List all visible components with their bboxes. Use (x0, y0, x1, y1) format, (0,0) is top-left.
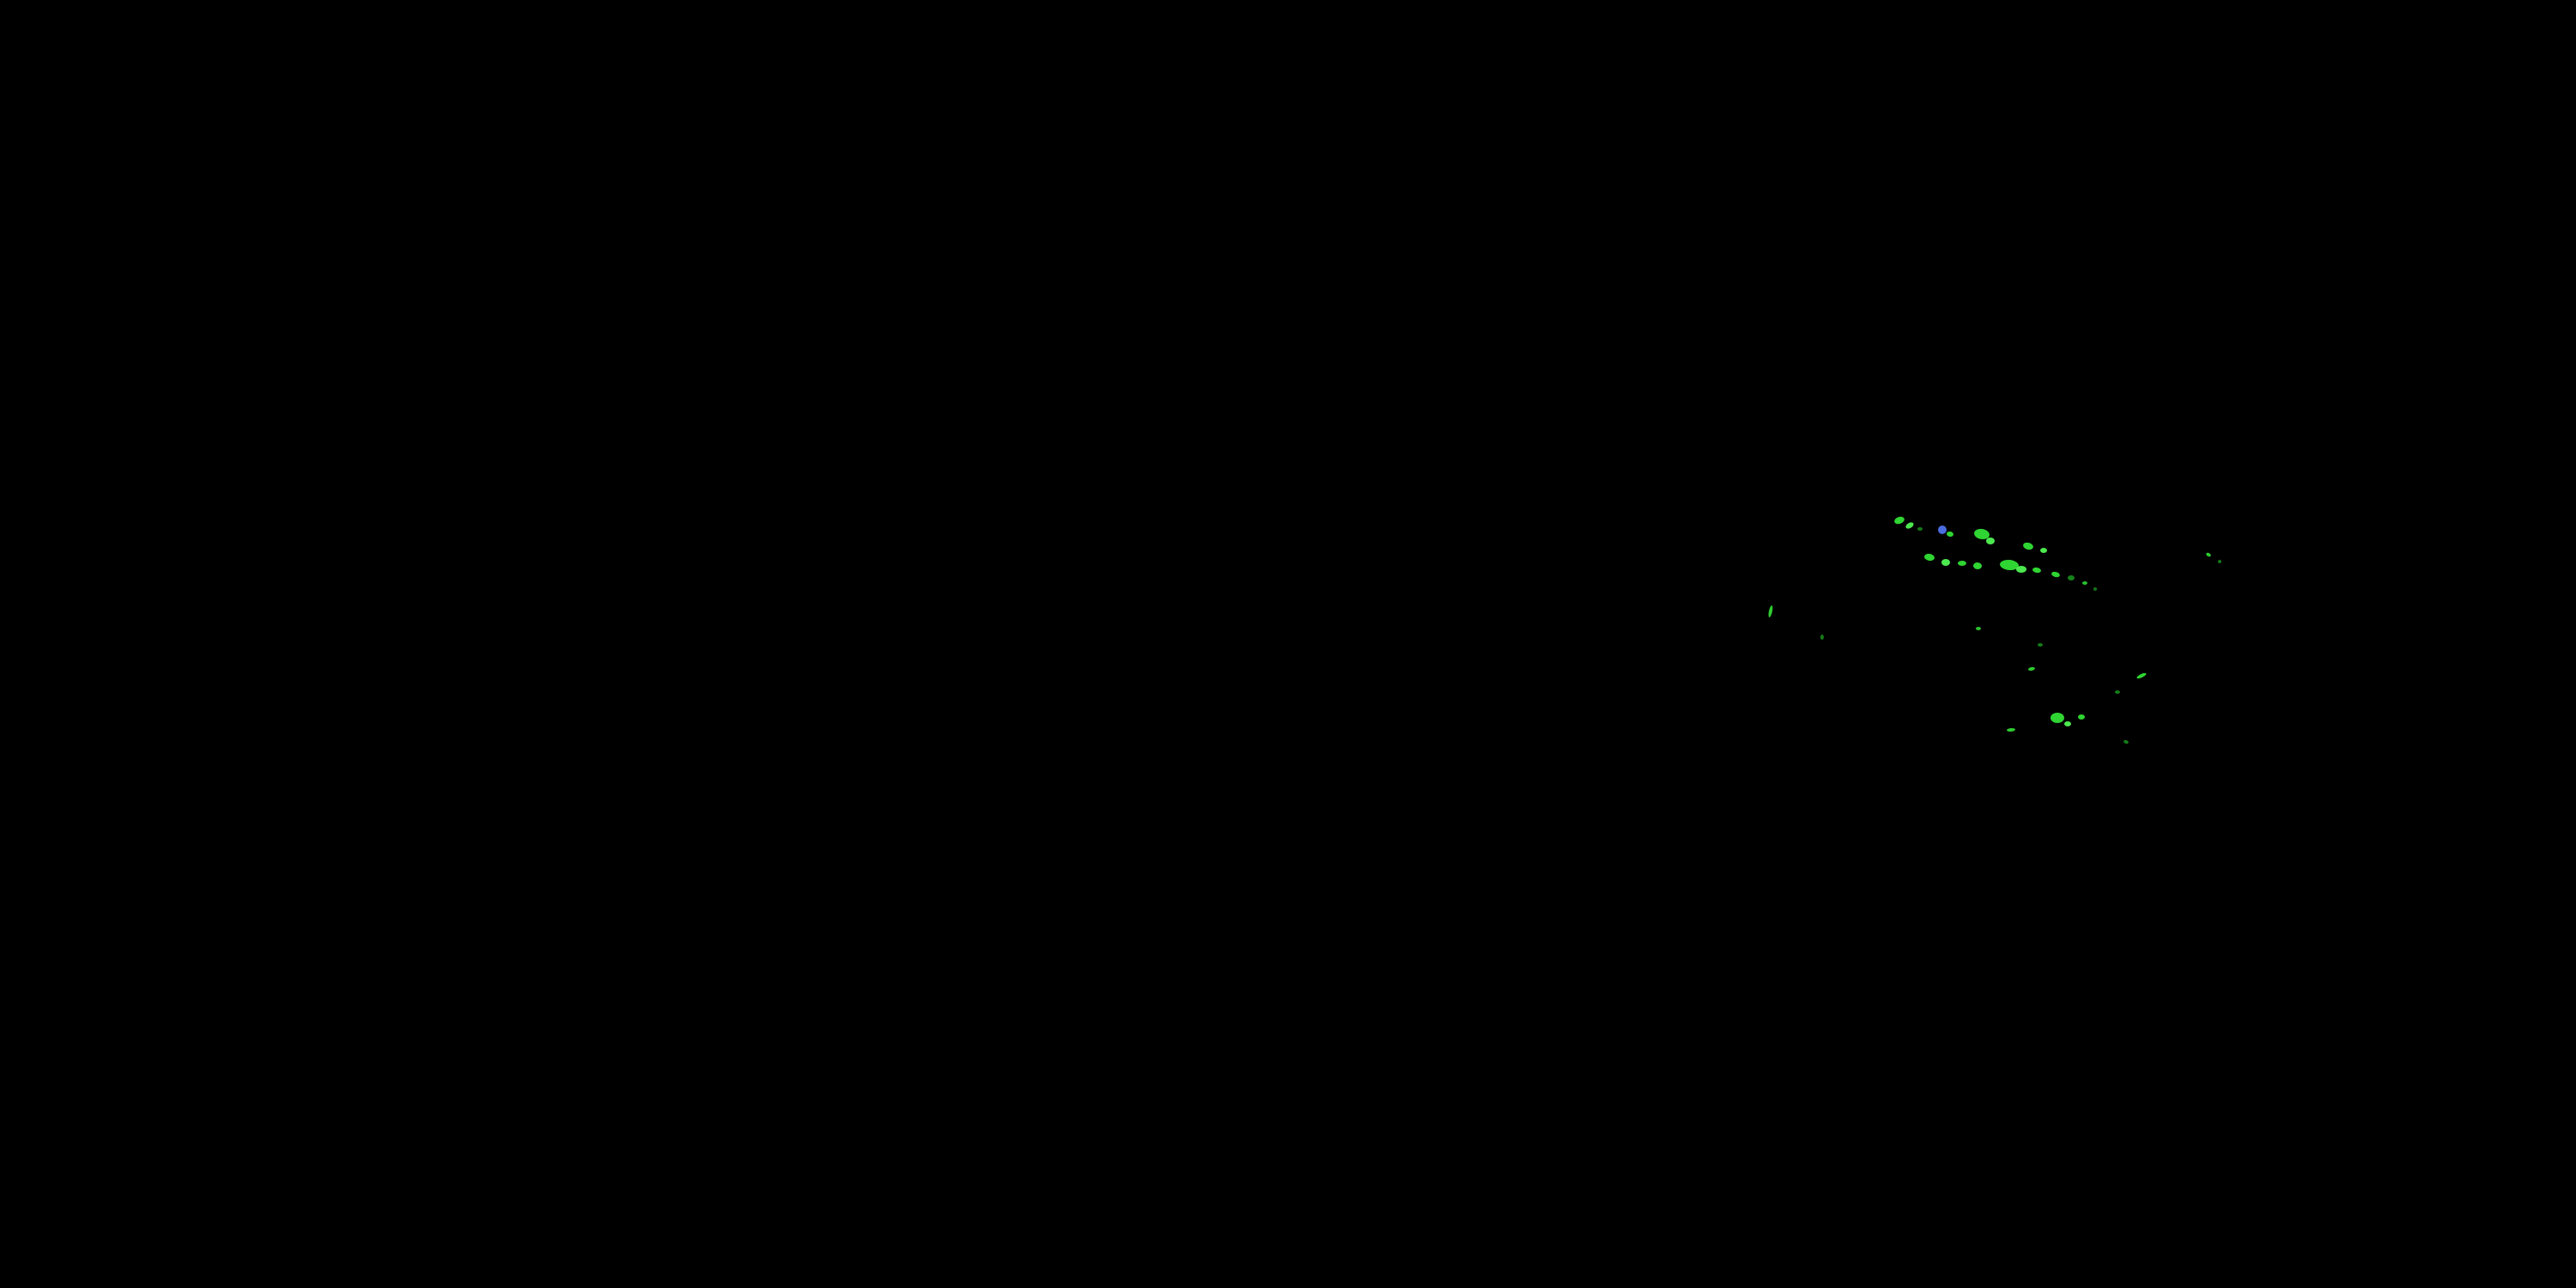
fluorescent-speck (2028, 666, 2035, 671)
fluorescent-speck (1986, 538, 1995, 544)
fluorescent-speck (1974, 528, 1990, 540)
fluorescent-speck (2123, 739, 2129, 744)
fluorescent-speck (1917, 527, 1923, 531)
fluorescent-speck (2115, 690, 2120, 694)
fluorescent-speck (2093, 587, 2097, 591)
fluorescent-speck (2000, 559, 2019, 571)
fluorescent-speck (1894, 516, 1905, 525)
fluorescent-speck (1973, 562, 1982, 570)
fluorescent-speck (1958, 561, 1966, 566)
fluorescent-speck (2136, 672, 2147, 679)
fluorescent-speck (1820, 635, 1824, 640)
fluorescent-speck (2206, 552, 2211, 557)
fluorescent-speck (1924, 553, 1935, 562)
fluorescent-speck (1947, 531, 1953, 538)
fluorescent-speck (2051, 571, 2060, 578)
fluorescent-speck (2082, 581, 2087, 585)
fluorescent-speck (2218, 560, 2221, 563)
fluorescent-speck (2016, 566, 2026, 573)
fluorescent-speck (1768, 605, 1773, 617)
fluorescent-speck (1905, 522, 1914, 529)
fluorescent-speck (2040, 548, 2047, 553)
fluorescent-speck (1976, 627, 1981, 630)
fluorescent-speck (2032, 567, 2041, 574)
fluorescent-speck (2023, 542, 2033, 550)
fluorescent-speck (2064, 721, 2071, 726)
fluorescent-speck (2007, 727, 2015, 732)
fluorescent-speck (2050, 713, 2064, 723)
fluorescent-speck (2038, 643, 2043, 647)
fluorescent-speck (2078, 714, 2085, 720)
fluorescent-speck (1941, 559, 1950, 566)
fluorescent-speck (2068, 575, 2075, 580)
fluorescent-speck (1938, 526, 1947, 534)
